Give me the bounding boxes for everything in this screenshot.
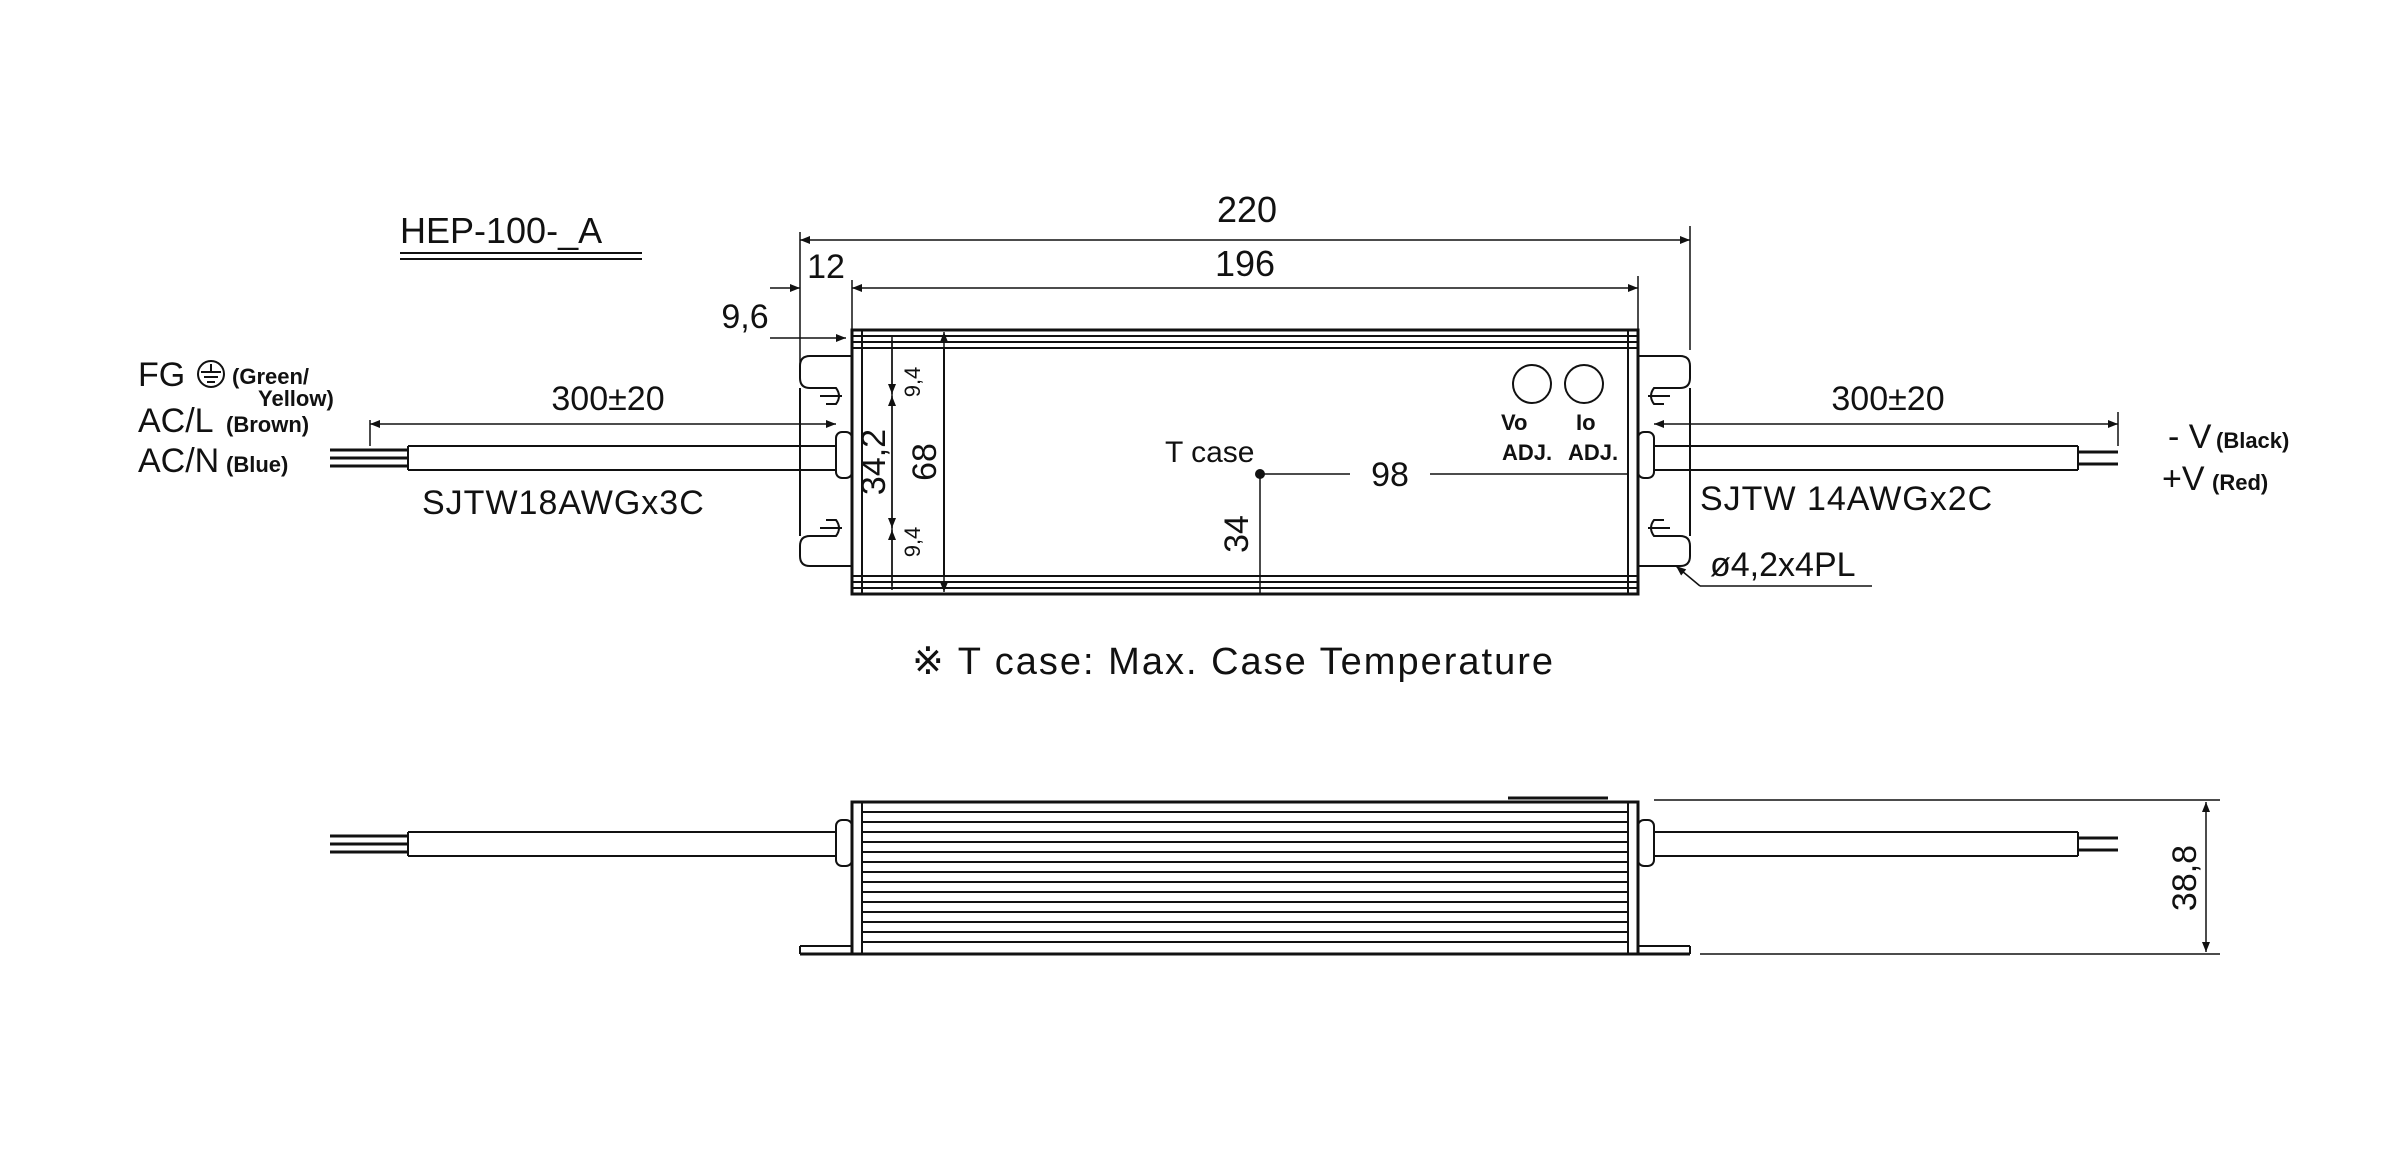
label-acn: AC/N [138,442,219,480]
svg-text:ADJ.: ADJ. [1568,440,1618,465]
dim-height: 38,8 [2166,845,2204,911]
dim-overall-length: 220 [1217,189,1277,230]
side-view: 38,8 [330,796,2220,956]
dim-hole-offset: 9,6 [721,298,768,336]
dim-hole-spacing: 34,2 [855,429,893,495]
dim-hole-margin-top: 9,4 [900,367,925,398]
label-cable-left: SJTW18AWGx3C [422,484,705,522]
mounting-holes-callout: ø4,2x4PL [1710,546,1856,584]
label-neg-v: - V [2168,418,2212,456]
svg-text:HEP-100-_A: HEP-100-_A [400,210,602,251]
label-vo: Vo [1501,410,1527,435]
label-tcase: T case [1165,436,1255,469]
svg-text:(Red): (Red) [2212,470,2268,495]
label-pos-v: +V [2162,460,2205,498]
model-title: HEP-100-_A [400,210,642,260]
dim-body-length: 196 [1215,243,1275,284]
io-adj-pot [1564,364,1604,404]
dim-tcase-y: 34 [1218,515,1256,553]
top-view [330,328,2118,596]
dim-body-width: 68 [906,443,944,481]
svg-text:(Black): (Black) [2216,428,2289,453]
dim-flange: 12 [807,248,845,286]
wire-labels: FG (Green/ Yellow) AC/L (Brown) AC/N (Bl… [138,356,2289,522]
label-acl: AC/L [138,402,214,440]
tcase-note: ※ T case: Max. Case Temperature [912,641,1555,683]
svg-text:Yellow): Yellow) [258,386,334,411]
dim-tcase-x: 98 [1371,456,1409,494]
svg-text:(Brown): (Brown) [226,412,309,437]
svg-text:(Blue): (Blue) [226,452,288,477]
dimensions-top: 220 196 12 9,6 68 34,2 9,4 9,4 300±20 30 [369,189,2119,594]
dim-hole-margin-bottom: 9,4 [900,527,925,558]
svg-text:ADJ.: ADJ. [1502,440,1552,465]
label-cable-right: SJTW 14AWGx2C [1700,480,1993,518]
label-fg: FG [138,356,185,394]
earth-ground-icon [197,360,225,388]
vo-adj-pot [1512,364,1552,404]
dim-cable-right: 300±20 [1831,380,1944,418]
svg-text:(Green/: (Green/ [232,364,309,389]
label-io: Io [1576,410,1596,435]
dim-cable-left: 300±20 [551,380,664,418]
